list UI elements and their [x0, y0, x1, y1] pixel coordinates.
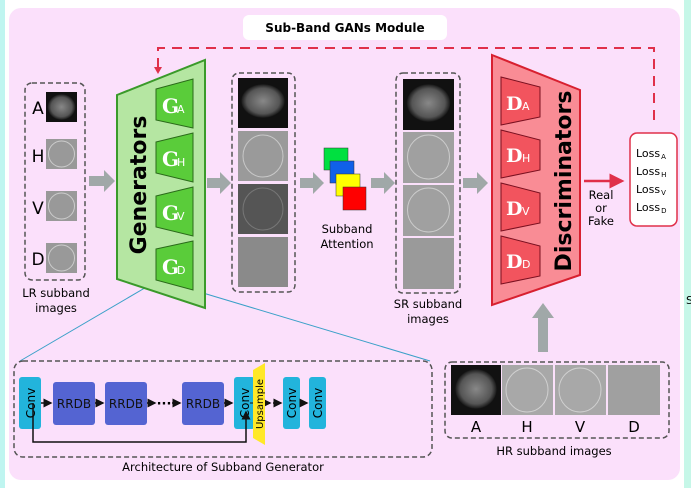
lr-image-h [46, 139, 77, 169]
attention-label-line2: Attention [320, 237, 373, 251]
conv-block [309, 377, 326, 429]
svg-text:D: D [506, 93, 522, 115]
rrdb-block [53, 382, 95, 425]
loss-a: LossA [636, 147, 666, 161]
hr-subband-group [444, 361, 670, 439]
discriminators-title: Discriminators [552, 91, 577, 272]
arrow-right-icon [89, 170, 115, 192]
loss-h: LossH [636, 165, 666, 179]
lr-label-h: H [32, 147, 45, 167]
lr-image-d [46, 243, 77, 273]
rrdb-block [105, 382, 147, 425]
svg-text:G: G [162, 201, 179, 225]
svg-text:V: V [177, 210, 185, 223]
sr-caption-line2: images [407, 312, 449, 326]
lr-label-d: D [31, 250, 44, 270]
zoom-connector-left [19, 281, 156, 362]
lr-image-v [46, 191, 77, 221]
svg-text:Conv: Conv [24, 388, 38, 418]
loss-d: LossD [636, 201, 667, 215]
hr-label-d: D [628, 418, 640, 436]
svg-text:Upsample: Upsample [255, 379, 266, 429]
hr-caption: HR subband images [496, 444, 611, 458]
svg-text:D: D [522, 258, 530, 271]
decision-line3: Fake [588, 214, 614, 228]
title-box [243, 15, 447, 40]
sr-caption-line1: SR subband [394, 297, 462, 311]
generator-a: GA [155, 78, 194, 129]
architecture-group [13, 360, 433, 458]
generated-images [237, 78, 289, 287]
svg-text:Conv: Conv [238, 388, 252, 418]
svg-text:H: H [522, 152, 530, 165]
feedback-loop-line [157, 47, 655, 120]
svg-text:G: G [162, 147, 179, 171]
arrow-right-icon [371, 172, 395, 194]
skip-connection [32, 403, 251, 443]
svg-text:A: A [522, 100, 530, 113]
lr-label-v: V [32, 199, 44, 219]
right-neighbor-panel [684, 0, 691, 488]
arrow-right-icon [463, 172, 488, 194]
loss-box [629, 132, 678, 227]
edge-fragment-text: S [686, 294, 691, 307]
lr-caption-line1: LR subband [22, 286, 90, 300]
svg-text:G: G [162, 94, 179, 118]
lr-label-a: A [32, 99, 44, 119]
svg-text:D: D [506, 251, 522, 273]
svg-text:V: V [522, 205, 530, 218]
hr-label-h: H [521, 418, 532, 436]
svg-text:RRDB: RRDB [57, 397, 91, 411]
upsample-block [253, 363, 265, 445]
svg-text:H: H [177, 156, 185, 169]
svg-text:A: A [177, 103, 185, 116]
lr-subband-group [24, 82, 86, 281]
hr-label-v: V [575, 418, 586, 436]
svg-text:D: D [177, 264, 185, 277]
rrdb-block [182, 382, 224, 425]
generators-title: Generators [127, 116, 152, 255]
left-neighbor-panel [0, 0, 5, 488]
ellipsis: ··· [157, 397, 172, 412]
decision-line1: Real [589, 188, 614, 202]
hr-label-a: A [471, 418, 482, 436]
decision-line2: or [595, 201, 607, 215]
svg-text:Conv: Conv [285, 388, 299, 418]
conv-block [19, 377, 41, 429]
conv-block [283, 377, 300, 429]
arrow-right-icon [207, 172, 231, 194]
zoom-connector-right [192, 289, 431, 362]
loss-list: LossA LossH LossV LossD [636, 147, 667, 215]
svg-text:D: D [506, 198, 522, 220]
sr-subband-group [395, 72, 461, 294]
generator-d: GD [155, 240, 194, 291]
sr-images [403, 79, 454, 289]
subband-attention-icon [323, 147, 367, 211]
feedback-arrowhead-icon [154, 67, 162, 74]
generator-v: GV [155, 186, 194, 237]
arrow-up-icon [532, 303, 554, 352]
attention-label-line1: Subband [322, 222, 373, 236]
architecture-caption: Architecture of Subband Generator [122, 460, 324, 474]
generator-h: GH [155, 132, 194, 183]
svg-text:D: D [506, 145, 522, 167]
flow-arrows [89, 170, 554, 352]
architecture-flow: Conv RRDB RRDB ··· RRDB Conv Upsample Co… [19, 363, 326, 445]
svg-text:RRDB: RRDB [109, 397, 143, 411]
svg-text:RRDB: RRDB [186, 397, 220, 411]
hr-images [451, 365, 660, 415]
module-title: Sub-Band GANs Module [265, 21, 424, 35]
svg-text:G: G [162, 255, 179, 279]
generated-subband-group [231, 72, 296, 293]
lr-images [46, 92, 77, 273]
loss-v: LossV [636, 183, 666, 197]
svg-text:Conv: Conv [311, 388, 325, 418]
arrow-right-icon [300, 172, 324, 194]
lr-caption-line2: images [35, 301, 77, 315]
